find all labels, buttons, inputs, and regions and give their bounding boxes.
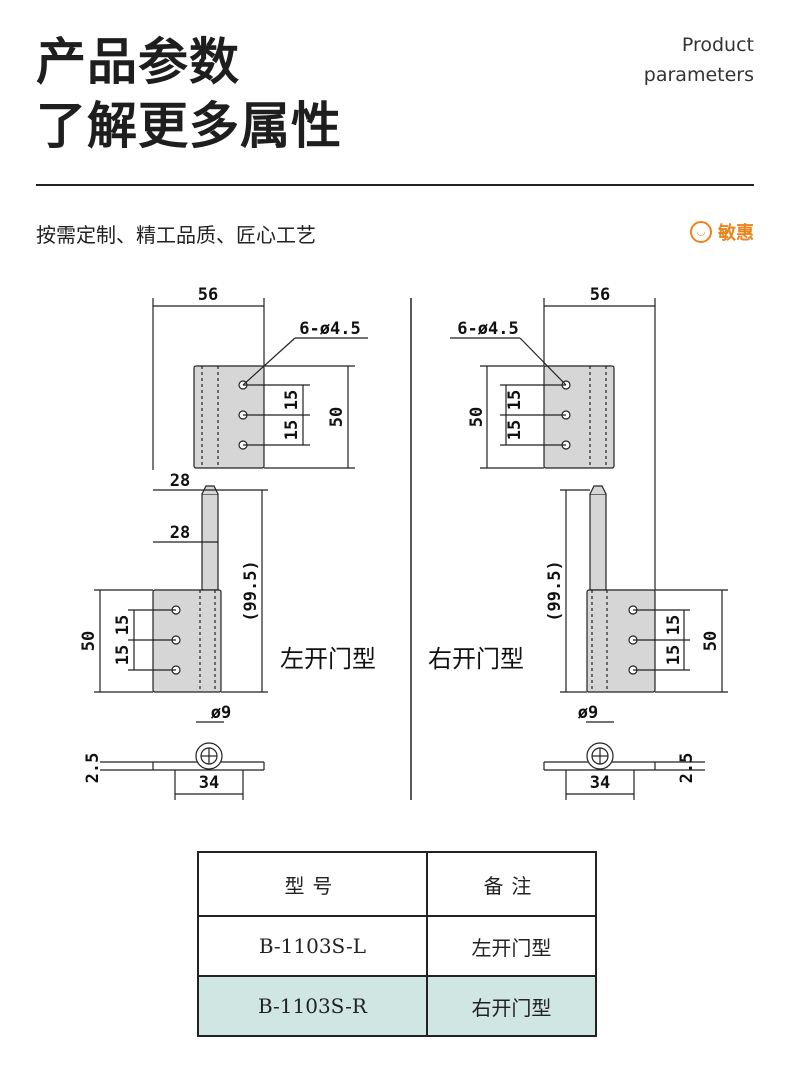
left-dim-50-bottom: 50	[79, 631, 99, 651]
cell-remark: 右开门型	[425, 975, 598, 1037]
right-dim-50-top: 50	[467, 407, 487, 427]
page-title-line-2: 了解更多属性	[36, 97, 342, 155]
right-dim-15c: 15	[664, 615, 684, 635]
slogan: 按需定制、精工品质、匠心工艺	[36, 223, 316, 247]
left-dim-28b: 28	[170, 523, 190, 543]
left-type-label: 左开门型	[280, 645, 376, 673]
right-dim-34: 34	[590, 773, 610, 793]
right-dim-width: 56	[590, 285, 610, 305]
left-dim-dia9: ø9	[211, 703, 231, 723]
left-dim-15c: 15	[113, 615, 133, 635]
cell-model: B-1103S-L	[197, 915, 428, 977]
right-dim-dia9: ø9	[578, 703, 598, 723]
left-dim-28a: 28	[170, 471, 190, 491]
hinge-drawing: 56 6-ø4.5 15 15 50 28 28 (99.5) 50 15 15…	[79, 285, 728, 800]
left-dim-2-5: 2.5	[83, 753, 103, 784]
table-row: B-1103S-L 左开门型	[197, 915, 598, 977]
brand-name: 敏惠	[718, 223, 754, 244]
right-dim-15a: 15	[505, 390, 525, 410]
right-dim-2-5: 2.5	[677, 753, 697, 784]
right-dim-50-bottom: 50	[701, 631, 721, 651]
cell-remark: 左开门型	[425, 915, 598, 977]
left-dim-50-top: 50	[327, 407, 347, 427]
left-dim-99-5: (99.5)	[241, 560, 261, 621]
brand: ◡ 敏惠	[690, 219, 754, 245]
right-type-label: 右开门型	[428, 645, 524, 673]
left-dim-15b: 15	[282, 420, 302, 440]
english-title: Product parameters	[644, 30, 754, 90]
left-dim-holes: 6-ø4.5	[299, 319, 360, 339]
english-title-line-2: parameters	[643, 64, 754, 86]
cell-model: B-1103S-R	[197, 975, 428, 1037]
english-title-line-1: Product	[681, 34, 754, 56]
right-dim-15b: 15	[505, 420, 525, 440]
page-title-line-1: 产品参数	[36, 33, 240, 91]
spec-table: 型号 备注 B-1103S-L 左开门型 B-1103S-R 右开门型	[197, 851, 598, 1037]
right-dim-15d: 15	[664, 645, 684, 665]
right-dim-holes: 6-ø4.5	[457, 319, 518, 339]
left-dim-15d: 15	[113, 645, 133, 665]
header-model: 型号	[197, 851, 428, 917]
left-dim-width: 56	[198, 285, 218, 305]
title-block: 产品参数 了解更多属性	[36, 30, 342, 158]
table-header-row: 型号 备注	[197, 851, 598, 917]
brand-logo-icon: ◡	[690, 221, 712, 243]
right-dim-99-5: (99.5)	[545, 560, 565, 621]
left-dim-34: 34	[199, 773, 219, 793]
header-remark: 备注	[425, 851, 598, 917]
left-dim-15a: 15	[282, 390, 302, 410]
header-divider	[36, 184, 754, 186]
table-row: B-1103S-R 右开门型	[197, 975, 598, 1037]
